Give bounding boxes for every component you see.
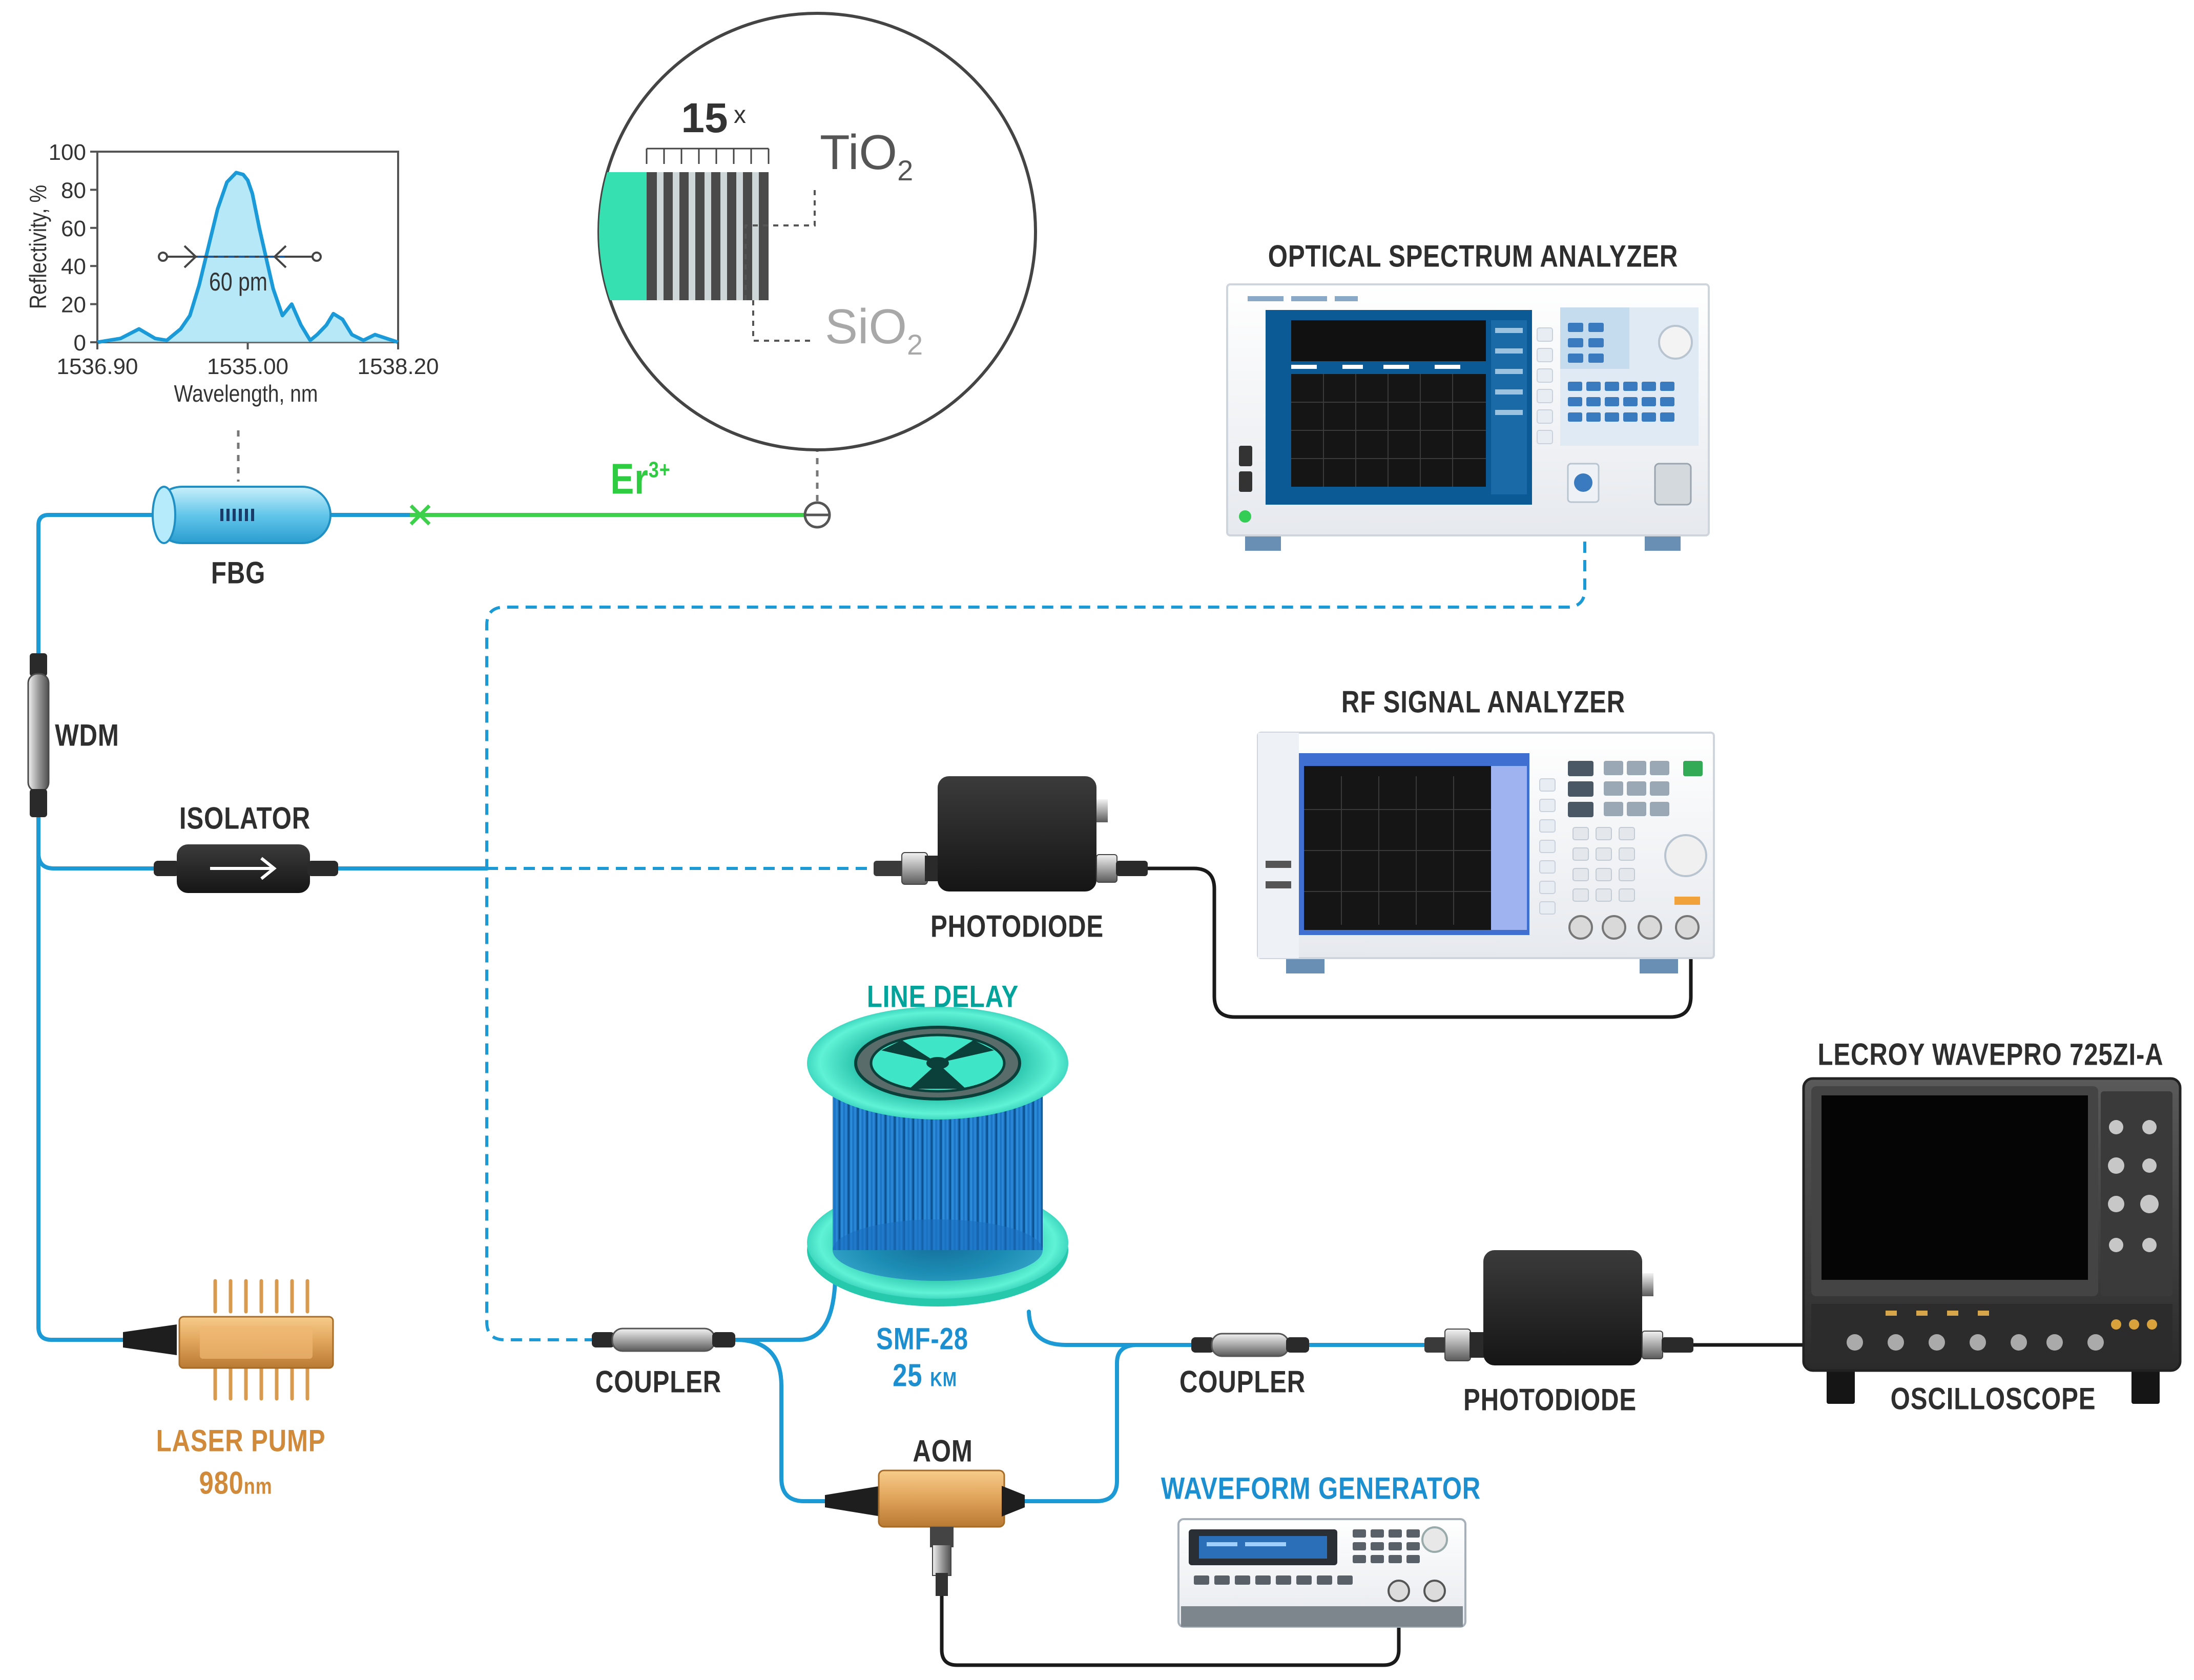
layer-leaders [744,190,816,342]
chart-x-tick-label: 1538.20 [357,354,439,379]
fbg-component [152,486,332,544]
chart-series-line [97,171,399,344]
fbg-label: FBG [211,555,266,590]
wdm-component [27,653,50,817]
fiber-wdm-to-isolator [36,813,156,870]
erbium-symbol: Er [610,454,649,503]
fiber-type-label: SMF-28 [876,1321,968,1356]
erbium-label: Er3+ [610,454,670,504]
fwhm-marker [158,245,322,268]
bragg-mirror-inset: 15 x TiO2 SiO2 [597,12,1037,451]
coupler-right-label: COUPLER [1179,1364,1306,1399]
chart-x-tick-label: 1535.00 [207,354,288,379]
rf-cables [940,866,1816,1667]
inset-tio2-sub: 2 [897,154,913,186]
isolator-component [154,844,338,893]
rf-analyzer-instrument [1257,732,1715,973]
fiber-fbg-to-wdm [36,513,156,655]
photodiode-top-label: PHOTODIODE [930,909,1104,944]
photodiode-bottom-component [1424,1250,1693,1365]
inset-repeat-symbol: x [734,101,746,129]
chart-y-tick-label: 80 [61,178,86,203]
fiber-length-unit: KM [930,1368,957,1391]
chart-y-tick-label: 0 [74,330,86,356]
fiber-length-value: 25 [893,1358,923,1394]
chart-y-tick-label: 20 [61,293,86,318]
dashed-routes [485,505,1586,1341]
inset-repeat-count: 15 [681,95,728,141]
chart-x-tick-labels: 1536.90 1535.00 1538.20 [56,342,439,379]
fiber-routes [36,513,1426,1503]
erbium-doped-fiber [409,501,831,529]
fiber-aom-to-coupler2 [1000,1343,1193,1503]
osa-label: OPTICAL SPECTRUM ANALYZER [1268,239,1679,274]
wdm-label: WDM [55,718,119,753]
inset-tio2-label: TiO2 [820,125,913,186]
fiber-spool-to-coupler2 [1027,1310,1193,1347]
cable-aom-to-generator [940,1591,1401,1667]
waveform-generator-label: WAVEFORM GENERATOR [1161,1471,1481,1506]
chart-x-tick-label: 1536.90 [56,354,138,379]
waveform-generator-instrument [1177,1518,1466,1628]
inset-sio2-label: SiO2 [825,299,923,361]
chart-y-tick-label: 100 [49,140,86,165]
coupler-left-label: COUPLER [595,1364,722,1399]
oscilloscope-label: OSCILLOSCOPE [1890,1381,2096,1416]
chart-ylabel: Reflectivity, % [25,185,52,309]
repeat-bracket [646,148,770,164]
chart-y-tick-label: 60 [61,216,86,241]
photodiode-top-component [874,776,1148,891]
laser-pump-wavelength-value: 980 [199,1465,244,1501]
laser-pump-wavelength-unit: nm [243,1474,273,1499]
cable-photodiode-to-rf [1146,866,1693,1019]
reflectivity-chart: 0 20 40 60 80 100 1536.90 1535.00 1538.20 60 pm… [25,140,439,407]
chart-y-tick-label: 40 [61,254,86,279]
aom-label: AOM [913,1434,973,1468]
fiber-coupler-to-aom [733,1338,827,1503]
inset-sio2: SiO [825,299,907,354]
chart-y-tick-labels: 0 20 40 60 80 100 [49,140,97,356]
dashed-osa-link [485,505,1586,1341]
guide-dashes [237,430,819,502]
fiber-length-label: 25 KM [893,1358,957,1394]
fiber-coupler-to-spool [733,1130,842,1342]
chart-fwhm-annotation: 60 pm [209,267,267,296]
oscilloscope-model-label: LECROY WAVEPRO 725ZI-A [1817,1037,2164,1072]
line-delay-label: LINE DELAY [866,979,1019,1014]
fiber-wdm-to-pump [36,813,125,1342]
laser-pump-component [123,1279,334,1401]
inset-tio2: TiO [820,125,897,180]
oscilloscope-instrument [1802,1077,2182,1404]
doped-core [599,172,647,300]
laser-pump-wavelength: 980nm [199,1465,272,1502]
erbium-superscript: 3+ [648,457,671,483]
chart-xlabel: Wavelength, nm [174,381,318,407]
osa-instrument [1226,283,1710,551]
photodiode-bottom-label: PHOTODIODE [1463,1382,1637,1417]
rf-analyzer-label: RF SIGNAL ANALYZER [1341,685,1626,719]
aom-component [825,1469,1025,1596]
isolator-label: ISOLATOR [179,801,311,836]
coupler-right-component [1191,1333,1309,1357]
coupler-left-component [592,1328,735,1352]
laser-pump-label: LASER PUMP [156,1423,326,1458]
inset-sio2-sub: 2 [907,328,923,361]
fiber-spool [807,1007,1068,1306]
splice-marker [409,504,431,526]
